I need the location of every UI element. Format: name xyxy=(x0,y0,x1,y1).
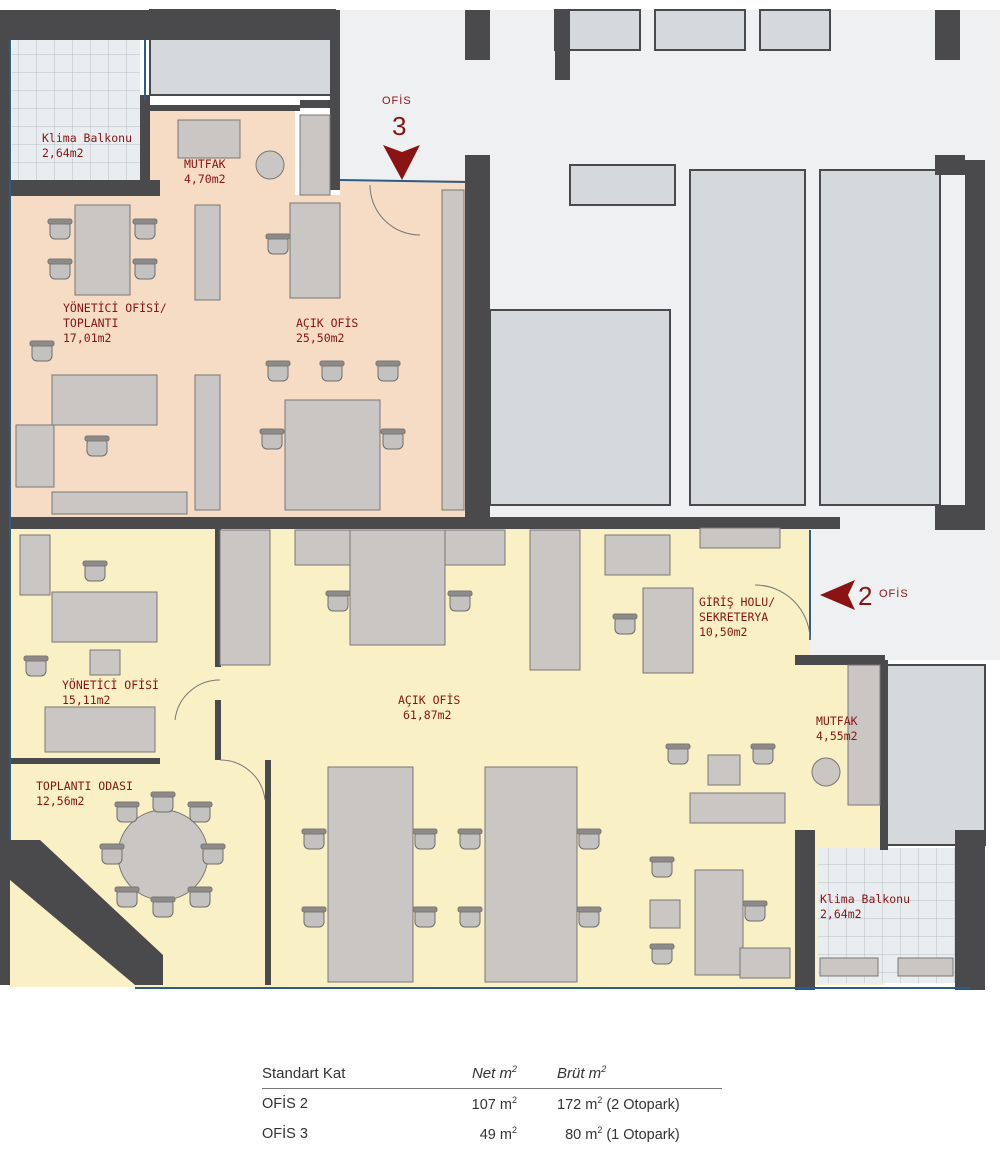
furniture-ofis-2 xyxy=(19,527,954,983)
label-toplanti-odasi: TOPLANTI ODASI xyxy=(36,779,133,793)
area-acik-ofis-3: 25,50m2 xyxy=(296,331,344,345)
label-klima-bottom: Klima Balkonu xyxy=(820,892,910,906)
label-mutfak-3: MUTFAK xyxy=(184,157,226,171)
area-giris: 10,50m2 xyxy=(699,625,747,639)
area-acik-ofis-2: 61,87m2 xyxy=(403,708,451,722)
table-row-ofis-2: OFİS 2 107 m2 172 m2 (2 Otopark) xyxy=(262,1089,722,1119)
area-klima-bottom: 2,64m2 xyxy=(820,907,862,921)
entrance-ofis2-number: 2 xyxy=(858,581,872,611)
header-net: Net m2 xyxy=(471,1064,517,1082)
label-yonetici-ofisi: YÖNETİCİ OFİSİ xyxy=(62,676,159,692)
label-yonetici-toplanti-1: YÖNETİCİ OFİSİ/ xyxy=(63,299,167,315)
entrance-ofis2-label: OFİS xyxy=(879,587,909,600)
window-frames xyxy=(9,40,970,989)
header-brut: Brüt m2 xyxy=(557,1064,607,1082)
door-swings xyxy=(174,184,811,801)
label-acik-ofis-3: AÇIK OFİS xyxy=(296,315,358,330)
table-row-ofis-3: OFİS 3 49 m2 80 m2 (1 Otopark) xyxy=(262,1119,722,1149)
label-giris-2: SEKRETERYA xyxy=(699,610,768,624)
row-brut: 172 m2 (2 Otopark) xyxy=(557,1095,680,1113)
row-name: OFİS 2 xyxy=(262,1096,308,1112)
label-mutfak-2: MUTFAK xyxy=(816,714,858,728)
label-yonetici-toplanti-2: TOPLANTI xyxy=(63,316,118,330)
area-toplanti-odasi: 12,56m2 xyxy=(36,794,84,808)
area-table: Standart Kat Net m2 Brüt m2 OFİS 2 107 m… xyxy=(262,1058,722,1149)
entrance-ofis3-number: 3 xyxy=(392,111,406,141)
klima-balkonu-top-glass xyxy=(12,40,140,180)
area-table-header: Standart Kat Net m2 Brüt m2 xyxy=(262,1058,722,1089)
label-giris-1: GİRİŞ HOLU/ xyxy=(699,594,775,609)
row-name: OFİS 3 xyxy=(262,1126,308,1142)
area-mutfak-3: 4,70m2 xyxy=(184,172,226,186)
diagonal-wall xyxy=(10,840,163,985)
area-yonetici-toplanti: 17,01m2 xyxy=(63,331,111,345)
room-labels: Klima Balkonu 2,64m2 MUTFAK 4,70m2 YÖNET… xyxy=(36,131,910,921)
entrance-ofis3-label: OFİS xyxy=(382,94,412,107)
furniture-ofis-3 xyxy=(15,114,465,515)
entrance-arrow-ofis3 xyxy=(383,145,420,180)
label-klima-top: Klima Balkonu xyxy=(42,131,132,145)
walls xyxy=(0,10,985,990)
label-acik-ofis-2: AÇIK OFİS xyxy=(398,692,460,707)
row-net: 49 m2 xyxy=(479,1125,517,1143)
area-klima-top: 2,64m2 xyxy=(42,146,84,160)
row-brut: 80 m2 (1 Otopark) xyxy=(565,1125,680,1143)
building-core xyxy=(149,9,986,846)
row-net: 107 m2 xyxy=(471,1095,517,1113)
floor-plan: OFİS 3 2 OFİS Klima Balkonu 2,64m2 MUTFA… xyxy=(0,9,1000,990)
header-standart-kat: Standart Kat xyxy=(262,1064,346,1082)
area-mutfak-2: 4,55m2 xyxy=(816,729,858,743)
entrance-arrow-ofis2 xyxy=(820,580,855,610)
area-yonetici-ofisi: 15,11m2 xyxy=(62,693,110,707)
